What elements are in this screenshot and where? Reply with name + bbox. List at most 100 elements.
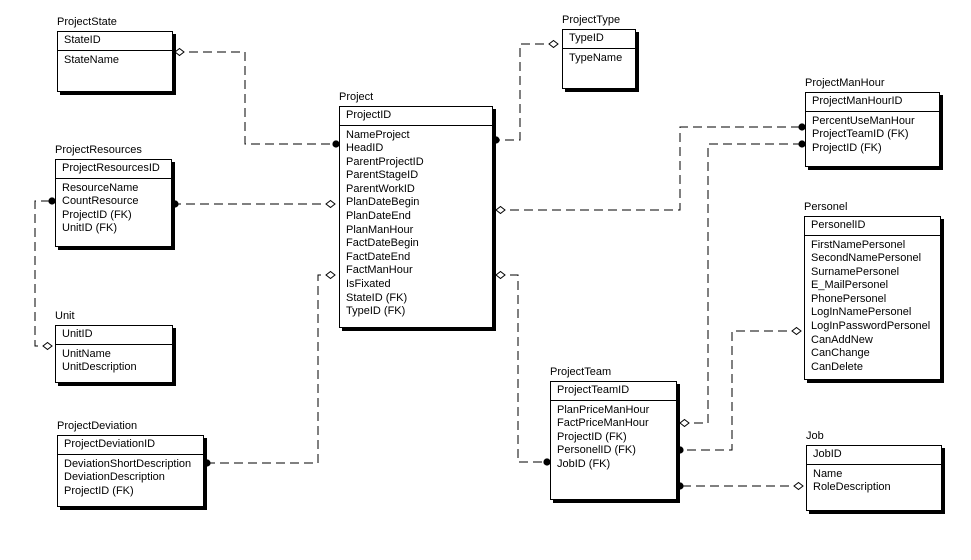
field-list: NameProject HeadID ParentProjectID Paren… [340,126,492,321]
primary-key-field: StateID [58,32,172,51]
field: ProjectID (FK) [557,430,627,443]
field: JobID (FK) [557,457,611,470]
field: PersonelID (FK) [557,444,636,457]
primary-key-field: ProjectID [340,107,492,126]
relationship-end-projectstate-to-project-diamond [174,47,185,57]
field: FactPriceManHour [557,417,649,430]
field: ParentStageID [346,169,419,182]
field: FirstNamePersonel [811,238,906,251]
relationship-line-project-to-projectteam [496,274,547,463]
primary-key-field: UnitID [56,326,172,345]
field-list: TypeName [563,49,635,68]
field-list: StateName [58,51,172,70]
entity-box: TypeID TypeName [562,29,636,89]
relationship-end-project-to-projectmanhour-diamond [495,205,506,215]
relationship-end-personel-to-projectteam-diamond [791,326,802,336]
field: StateName [64,53,120,66]
relationship-end-project-to-projectteam-many-dot [543,458,551,466]
field: CountResource [62,195,139,208]
field: CanDelete [811,360,863,373]
field: TypeName [569,51,623,64]
relationship-end-project-to-projectresources-many-dot [171,200,179,208]
primary-key-field: TypeID [563,30,635,49]
field: SurnamePersonel [811,265,900,278]
entity-box: ProjectDeviationID DeviationShortDescrip… [57,435,204,507]
field-list: PlanPriceManHour FactPriceManHour Projec… [551,401,676,474]
field: ProjectID (FK) [62,208,132,221]
field: ParentWorkID [346,182,415,195]
entity-title: Project [339,91,374,103]
field: UnitID (FK) [62,222,117,235]
field: Name [813,467,843,480]
field: ProjectID (FK) [812,141,882,154]
relationship-end-projectteam-to-projectmanhour-diamond [679,418,690,428]
entity-box: StateID StateName [57,31,173,92]
relationship-end-unit-to-projectresources-diamond [42,341,53,351]
primary-key-field: JobID [807,446,941,465]
field: FactManHour [346,264,413,277]
field-list: UnitName UnitDescription [56,345,172,377]
field: ResourceName [62,181,139,194]
field-list: PercentUseManHour ProjectTeamID (FK) Pro… [806,112,939,158]
field-list: DeviationShortDescription DeviationDescr… [58,455,203,501]
entity-title: Job [806,430,824,442]
relationship-line-project-to-projectdeviation [207,274,335,464]
field-list: Name RoleDescription [807,465,941,497]
relationship-end-projectteam-to-projectmanhour-many-dot [798,140,806,148]
entity-title: Personel [804,201,848,213]
field: HeadID [346,142,384,155]
relationship-end-project-to-projectdeviation-many-dot [203,459,211,467]
field: PercentUseManHour [812,114,915,127]
entity-title: ProjectTeam [550,366,612,378]
field: TypeID (FK) [346,305,406,318]
primary-key-field: ProjectDeviationID [58,436,203,455]
entity-title: ProjectState [57,16,117,28]
entity-title: Unit [55,310,75,322]
field: ProjectID (FK) [64,484,134,497]
field: E_MailPersonel [811,279,889,292]
entity-title: ProjectResources [55,144,142,156]
field: ParentProjectID [346,155,424,168]
field: PlanManHour [346,223,414,236]
field: CanChange [811,347,870,360]
field: ProjectTeamID (FK) [812,128,909,141]
field: RoleDescription [813,481,891,494]
field: PlanDateBegin [346,196,420,209]
relationship-line-projecttype-to-project [496,43,558,141]
entity-title: ProjectType [562,14,621,26]
field: LogInPasswordPersonel [811,320,931,333]
relationship-end-personel-to-projectteam-many-dot [676,446,684,454]
relationship-end-unit-to-projectresources-many-dot [48,197,56,205]
relationship-line-unit-to-projectresources [34,200,52,347]
field: CanAddNew [811,333,873,346]
primary-key-field: ProjectResourcesID [56,160,171,179]
field: NameProject [346,128,410,141]
entity-box: ProjectID NameProject HeadID ParentProje… [339,106,493,328]
field: FactDateEnd [346,250,411,263]
entity-box: JobID Name RoleDescription [806,445,942,511]
relationship-end-project-to-projectdeviation-diamond [325,270,336,280]
field: UnitDescription [62,361,137,374]
entity-title: ProjectDeviation [57,420,138,432]
entity-box: ProjectManHourID PercentUseManHour Proje… [805,92,940,167]
field: PhonePersonel [811,292,887,305]
primary-key-field: ProjectManHourID [806,93,939,112]
entity-box: UnitID UnitName UnitDescription [55,325,173,383]
field: PlanPriceManHour [557,403,650,416]
field: LogInNamePersonel [811,306,912,319]
relationship-end-projecttype-to-project-diamond [548,39,559,49]
primary-key-field: ProjectTeamID [551,382,676,401]
relationship-end-project-to-projectresources-diamond [325,199,336,209]
relationship-end-projectstate-to-project-many-dot [332,140,340,148]
relationship-line-projectstate-to-project [175,51,336,145]
field: IsFixated [346,278,391,291]
field: PlanDateEnd [346,210,411,223]
relationship-line-personel-to-projectteam [680,330,801,451]
entity-box: PersonelID FirstNamePersonel SecondNameP… [804,216,941,380]
relationship-end-job-to-projectteam-diamond [793,481,804,491]
field: DeviationDescription [64,471,165,484]
relationship-line-projectteam-to-projectmanhour [680,143,802,424]
field-list: ResourceName CountResource ProjectID (FK… [56,179,171,238]
